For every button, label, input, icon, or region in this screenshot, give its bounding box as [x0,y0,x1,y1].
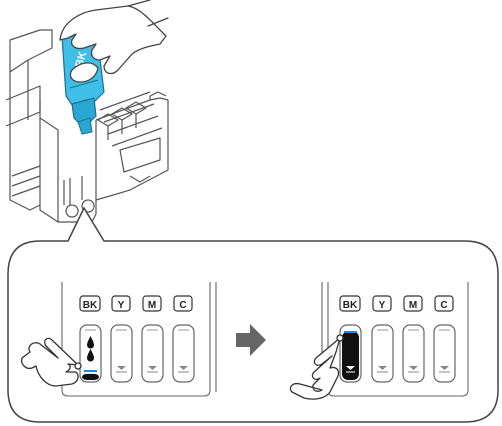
tank-window-c [172,324,195,383]
tank-window-y [110,324,133,383]
tank-window-y [371,324,394,383]
tank-label: BK [343,300,358,311]
tank-label: Y [118,300,125,311]
tank-label: BK [83,300,98,311]
tank-labels-before: BK Y M C [79,295,193,312]
black-tank-ink-level [342,331,359,380]
panel-after: BK Y M C [289,282,469,400]
pointing-hand-icon [289,334,344,400]
tank-window-m [141,324,164,383]
arrow-right-icon [236,324,266,356]
tank-label: C [440,300,447,311]
hand-holding-bottle-icon [59,0,169,83]
tank-label: M [409,300,417,311]
tank-label: Y [379,300,386,311]
tank-window-m [402,324,425,383]
printer-illustration [5,29,169,223]
ink-drop-icon [87,336,94,362]
tank-labels-after: BK Y M C [339,295,454,312]
black-tank-ink-level [82,373,99,380]
tank-label: M [148,300,156,311]
pointing-hand-icon [20,337,82,387]
callout-bubble [7,206,499,423]
panel-before: BK Y M C [20,282,217,397]
tank-label: C [179,300,186,311]
tank-window-c [433,324,456,383]
